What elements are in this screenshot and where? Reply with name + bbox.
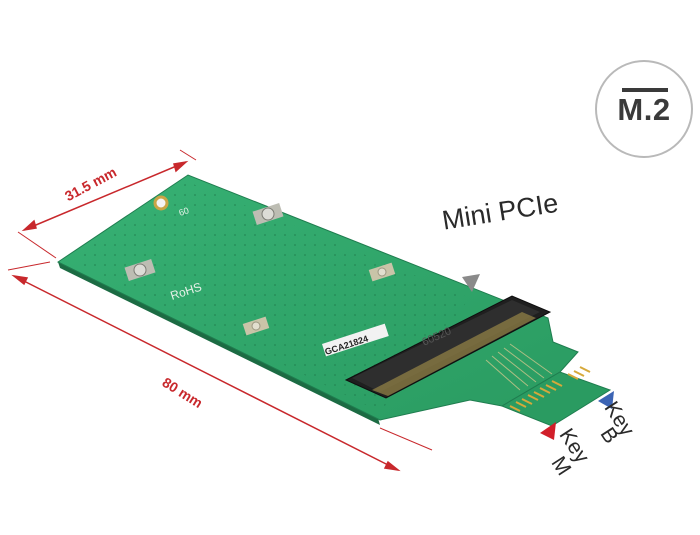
dimension-length [7, 261, 433, 472]
slot-contacts [372, 312, 536, 396]
traces [485, 343, 553, 391]
key-m-marker [540, 422, 556, 440]
m2-badge: M.2 [595, 60, 693, 158]
slot-top [352, 300, 540, 392]
badge-text: M.2 [617, 92, 671, 127]
standoff [252, 203, 284, 225]
gold-fingers [509, 366, 591, 412]
standoff [124, 259, 156, 281]
mini-pcie-pointer [462, 274, 480, 292]
pcb-dots [70, 182, 470, 412]
pcb-edge [58, 262, 380, 425]
edge-connector [500, 371, 612, 427]
pad [242, 316, 270, 336]
part-label-box [322, 323, 389, 357]
dimension-width [17, 149, 197, 259]
key-b-marker [598, 391, 614, 409]
hole-number: 60 [178, 205, 191, 218]
pad [368, 262, 396, 282]
mount-hole [153, 195, 169, 211]
badge-overline [622, 88, 668, 92]
